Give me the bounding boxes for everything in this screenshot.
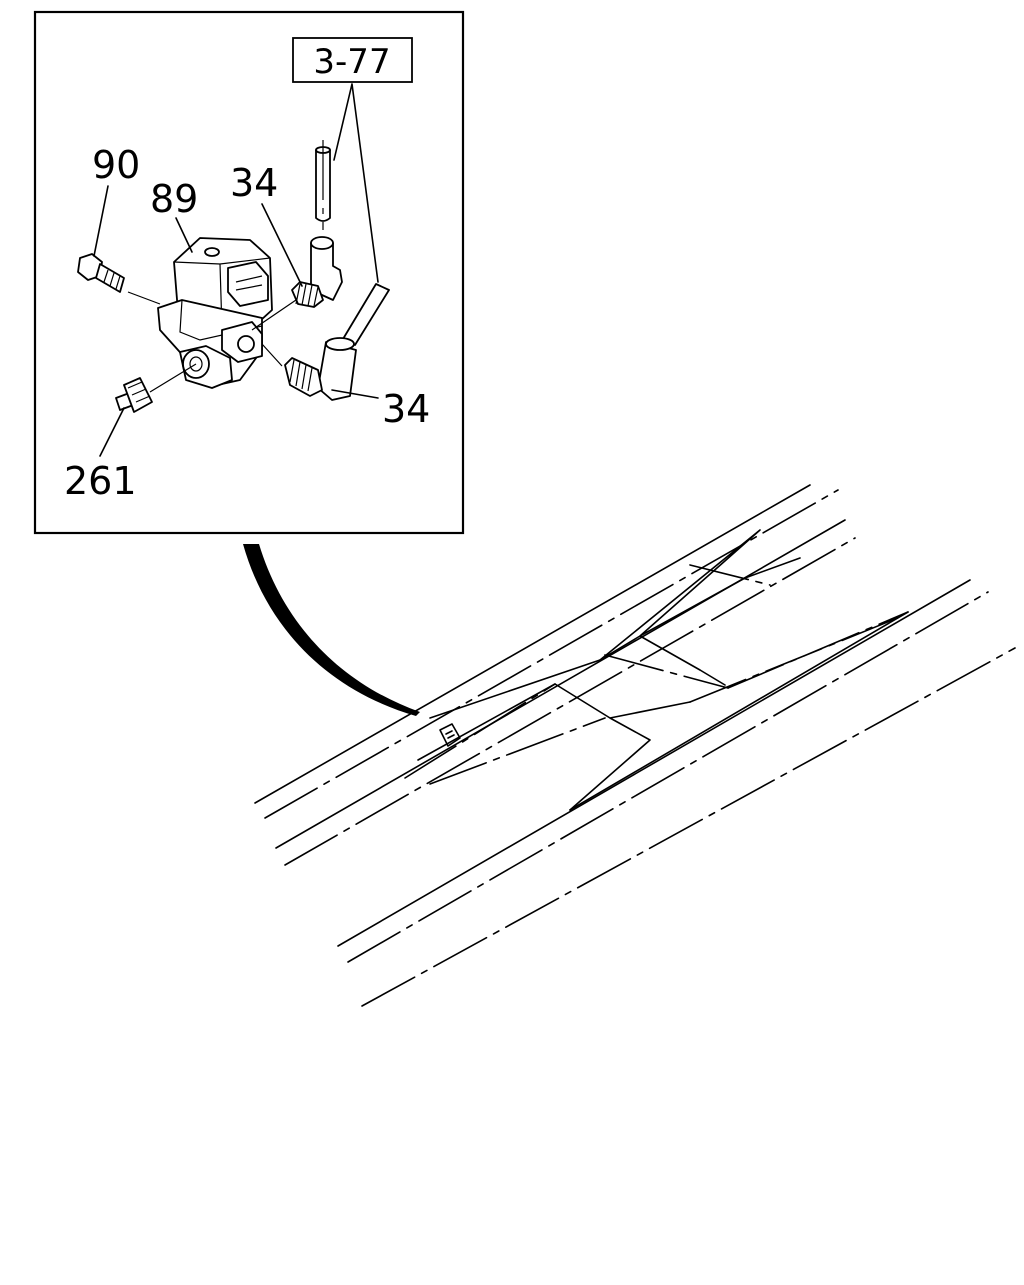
detail-pointer-arc <box>243 544 420 716</box>
upper-fitting-34[interactable] <box>291 236 343 308</box>
callout-label-bolt: 90 <box>92 143 140 187</box>
reference-leader-lines <box>333 83 379 283</box>
hose-lower <box>342 283 390 346</box>
callout-label-plug: 261 <box>64 459 137 503</box>
valve-body-89[interactable] <box>157 237 273 389</box>
lower-fitting-34[interactable] <box>284 337 357 401</box>
detail-inset: 3-77 <box>33 10 465 535</box>
plug-261[interactable] <box>115 377 153 413</box>
callout-upper-fitting: 34 <box>230 161 303 287</box>
valve-centerlines <box>127 291 297 393</box>
callout-bolt: 90 <box>92 143 140 257</box>
valve-location-marker <box>439 723 461 747</box>
callout-lower-fitting: 34 <box>331 387 430 431</box>
callout-valve: 89 <box>150 177 198 253</box>
reference-box-label: 3-77 <box>313 42 390 82</box>
callout-label-lower-fitting: 34 <box>382 387 430 431</box>
chassis-frame <box>254 484 1016 1007</box>
callout-label-upper-fitting: 34 <box>230 161 278 205</box>
hose-upper <box>315 140 331 230</box>
callout-plug: 261 <box>64 407 137 503</box>
bolt-90[interactable] <box>77 253 125 293</box>
reference-box[interactable]: 3-77 <box>292 37 413 83</box>
callout-label-valve: 89 <box>150 177 198 221</box>
